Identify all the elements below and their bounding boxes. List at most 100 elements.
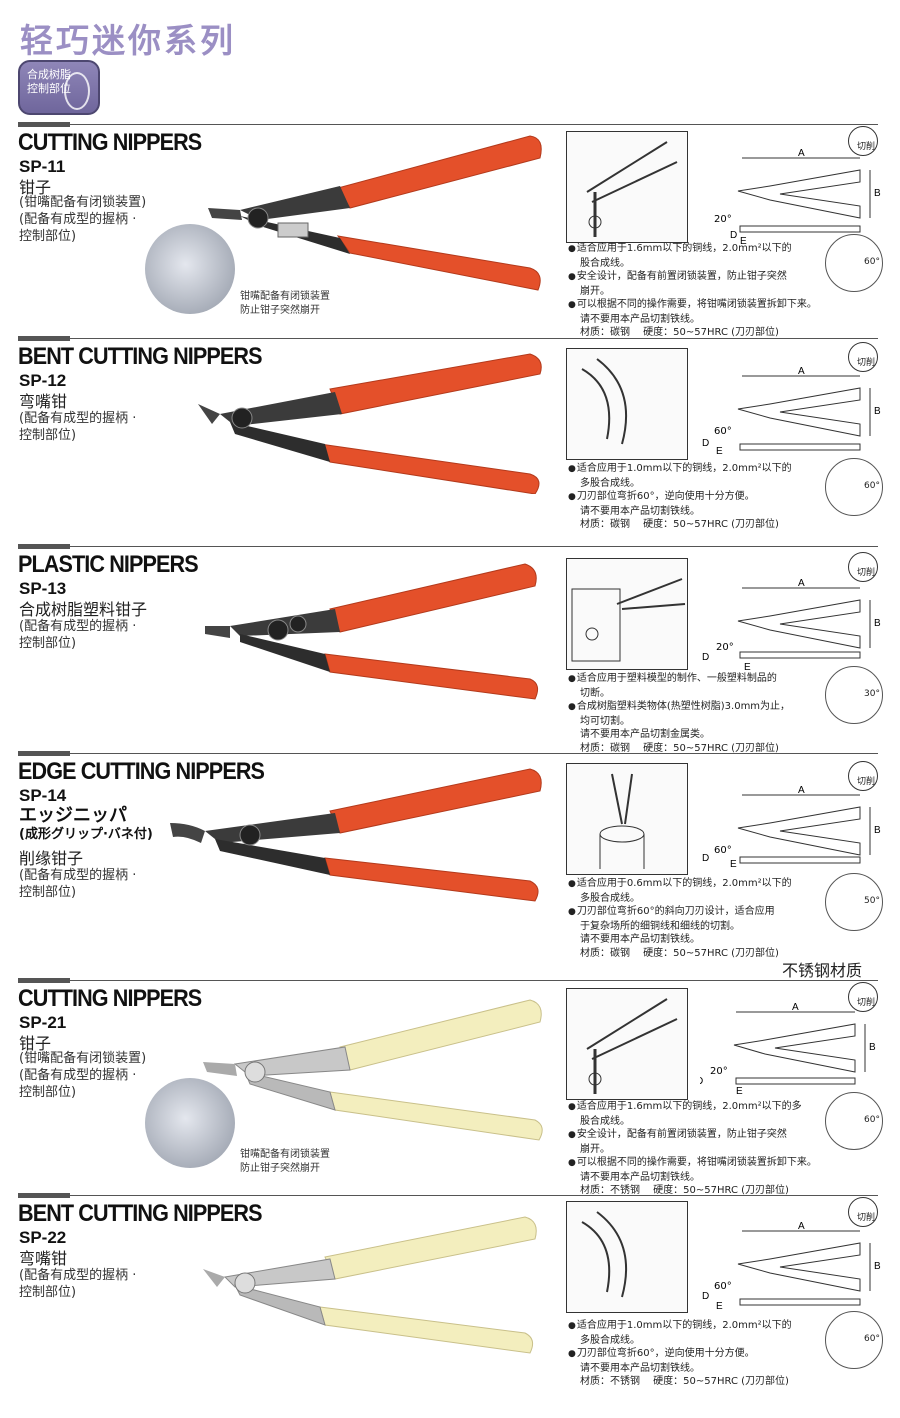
- section-divider: [18, 336, 878, 341]
- cut-function-icon: 切削: [848, 342, 878, 372]
- cut-function-icon: 切削: [848, 126, 878, 156]
- cut-angle-diagram: 60°: [825, 1092, 883, 1150]
- angle-label: 30°: [864, 689, 880, 699]
- product-section-sp-22: BENT CUTTING NIPPERS SP-22 弯嘴钳 (配备有成型的握柄…: [0, 1193, 900, 1410]
- dim-a: A: [792, 1002, 799, 1013]
- spec-line: 适合应用于0.6mm以下的铜线，2.0mm²以下的: [568, 877, 828, 892]
- dimension-diagram: A B 60° D E: [702, 1221, 881, 1312]
- spec-line: 请不要用本产品切割铁线。: [580, 1362, 700, 1374]
- nippers-image: [208, 135, 542, 291]
- section-divider: [18, 122, 878, 127]
- cut-angle-diagram: 60°: [825, 234, 883, 292]
- product-subtitle: (配备有成型的握柄 · 控制部位): [19, 410, 136, 444]
- product-model: SP-21: [19, 1013, 67, 1032]
- product-jp-subtitle: (成形グリップ·バネ付): [19, 827, 153, 842]
- spec-line: 请不要用本产品切割铁线。: [580, 313, 700, 325]
- dim-d: D: [702, 853, 709, 864]
- hand-usage-illustration: [586, 998, 678, 1094]
- spec-list: 适合应用于0.6mm以下的铜线，2.0mm²以下的 多股合成线。 刀刃部位弯折6…: [568, 877, 828, 960]
- cut-function-icon: 切削: [848, 552, 878, 582]
- dim-a: A: [798, 1221, 805, 1232]
- cut-angle-diagram: 50°: [825, 873, 883, 931]
- product-subtitle: (配备有成型的握柄 · 控制部位): [19, 1267, 136, 1301]
- spec-line: 股合成线。: [580, 1115, 630, 1127]
- usage-photo: [566, 131, 688, 243]
- product-name: BENT CUTTING NIPPERS: [18, 343, 263, 370]
- badge-line-2: 控制部位: [27, 82, 71, 95]
- nippers-image: [203, 1216, 537, 1354]
- spec-line: 刀刃部位弯折60°，逆向使用十分方便。: [568, 490, 828, 505]
- product-cn-name: 钳子: [19, 1034, 52, 1053]
- angle-label: 20°: [716, 642, 734, 653]
- stainless-note: 不锈钢材质: [782, 961, 863, 980]
- angle-label: 60°: [714, 426, 732, 437]
- resin-grip-badge: 合成树脂 控制部位: [18, 60, 100, 115]
- subtitle-line: (配备有成型的握柄 ·: [19, 1268, 137, 1283]
- spec-line: 请不要用本产品切割铁线。: [580, 1171, 700, 1183]
- dimension-diagram: A B 20° D E: [714, 148, 881, 246]
- section-divider: [18, 751, 878, 756]
- product-name: PLASTIC NIPPERS: [18, 551, 199, 578]
- dim-d: D: [702, 652, 709, 663]
- product-cn-name: 钳子: [19, 178, 52, 197]
- angle-label: 60°: [864, 1115, 880, 1125]
- hand-usage-illustration: [599, 773, 645, 869]
- spec-line: 请不要用本产品切割金属类。: [580, 729, 710, 740]
- spec-line: 崩开。: [580, 285, 610, 297]
- cut-angle-diagram: 60°: [825, 458, 883, 516]
- dimension-diagram: A B 60° D E: [702, 366, 881, 457]
- spec-line: 材质：不锈钢 硬度：50~57HRC (刀刃部位): [580, 1376, 789, 1387]
- spec-line: 安全设计，配备有前置闭锁装置，防止钳子突然: [568, 270, 828, 285]
- dim-b: B: [869, 1042, 876, 1053]
- cut-function-icon: 切削: [848, 1197, 878, 1227]
- inset-caption: 钳嘴配备有闭锁装置 防止钳子突然崩开: [240, 1148, 330, 1176]
- caption-line: 防止钳子突然崩开: [240, 305, 320, 316]
- spec-list: 适合应用于1.6mm以下的铜线，2.0mm²以下的 股合成线。 安全设计，配备有…: [568, 242, 828, 340]
- dim-b: B: [874, 618, 881, 629]
- usage-photo: [566, 558, 688, 670]
- spec-list: 适合应用于1.0mm以下的铜线，2.0mm²以下的 多股合成线。 刀刃部位弯折6…: [568, 1319, 828, 1389]
- subtitle-line: (配备有成型的握柄 ·: [19, 868, 137, 883]
- spec-line: 均可切割。: [580, 715, 630, 727]
- cut-function-icon: 切削: [848, 982, 878, 1012]
- nippers-image: [170, 768, 542, 902]
- cut-function-icon: 切削: [848, 761, 878, 791]
- spec-line: 可以根据不同的操作需要，将钳嘴闭锁装置拆卸下来。: [568, 1156, 828, 1171]
- coil-icon: [64, 72, 90, 110]
- angle-label: 50°: [864, 896, 880, 906]
- model-kit-illustration: [571, 578, 686, 662]
- angle-label: 20°: [710, 1066, 728, 1077]
- usage-photo: [566, 988, 688, 1100]
- dim-d: D: [700, 1076, 703, 1087]
- spec-line: 多股合成线。: [580, 1334, 640, 1346]
- product-model: SP-12: [19, 371, 67, 390]
- dim-d: D: [702, 438, 709, 449]
- angle-label: 20°: [714, 214, 732, 225]
- dim-b: B: [874, 406, 881, 417]
- dim-e: E: [716, 446, 723, 457]
- product-model: SP-13: [19, 579, 67, 598]
- spec-line: 合成树脂塑料类物体(热塑性树脂)3.0mm为止，: [568, 700, 828, 715]
- subtitle-line: 控制部位): [19, 885, 77, 900]
- spec-line: 于复杂场所的细铜线和细线的切割。: [580, 920, 740, 932]
- product-model: SP-14: [19, 786, 67, 805]
- product-name: BENT CUTTING NIPPERS: [18, 1200, 263, 1227]
- section-divider: [18, 1193, 878, 1198]
- product-name: EDGE CUTTING NIPPERS: [18, 758, 265, 785]
- dim-b: B: [874, 188, 881, 199]
- spec-line: 适合应用于塑料模型的制作、一般塑料制品的: [568, 672, 828, 687]
- spec-line: 适合应用于1.0mm以下的铜线，2.0mm²以下的: [568, 1319, 828, 1334]
- spec-line: 刀刃部位弯折60°，逆向使用十分方便。: [568, 1347, 828, 1362]
- spec-list: 适合应用于1.0mm以下的铜线，2.0mm²以下的 多股合成线。 刀刃部位弯折6…: [568, 462, 828, 532]
- subtitle-line: (配备有成型的握柄 ·: [19, 411, 137, 426]
- product-name: CUTTING NIPPERS: [18, 985, 202, 1012]
- badge-line-1: 合成树脂: [27, 68, 71, 81]
- product-name: CUTTING NIPPERS: [18, 129, 202, 156]
- inset-caption: 钳嘴配备有闭锁装置 防止钳子突然崩开: [240, 290, 330, 318]
- usage-photo: [566, 763, 688, 875]
- subtitle-line: 控制部位): [19, 1285, 77, 1300]
- spec-line: 切断。: [580, 687, 610, 699]
- caption-line: 钳嘴配备有闭锁装置: [240, 1149, 330, 1160]
- nippers-image: [205, 563, 539, 700]
- dim-d: D: [730, 230, 737, 241]
